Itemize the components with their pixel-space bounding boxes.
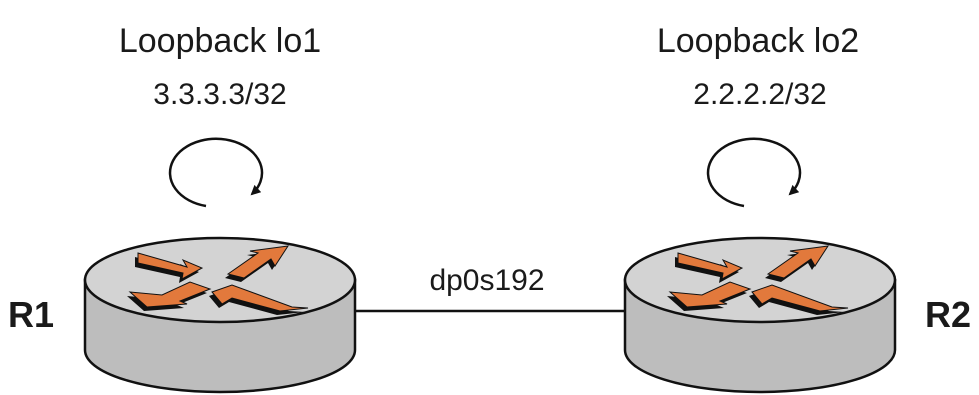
router-arrows-icon [667, 245, 849, 315]
loopback-address-r1: 3.3.3.3/32 [153, 78, 286, 111]
router-arrows-icon [127, 245, 309, 315]
loopback-title-r1: Loopback lo1 [119, 22, 321, 60]
router-r1: Loopback lo1 3.3.3.3/32 [8, 22, 357, 394]
loopback-address-r2: 2.2.2.2/32 [693, 78, 826, 111]
router-icon [623, 236, 897, 394]
link-label: dp0s192 [429, 264, 544, 297]
loopback-arrow-icon [168, 137, 264, 208]
router-r2: Loopback lo2 2.2.2.2/32 [623, 22, 971, 394]
loopback-title-r2: Loopback lo2 [657, 22, 859, 60]
router-name-r1: R1 [8, 294, 54, 335]
router-icon [83, 236, 357, 394]
loopback-arrow-icon [706, 137, 802, 208]
router-name-r2: R2 [925, 294, 971, 335]
